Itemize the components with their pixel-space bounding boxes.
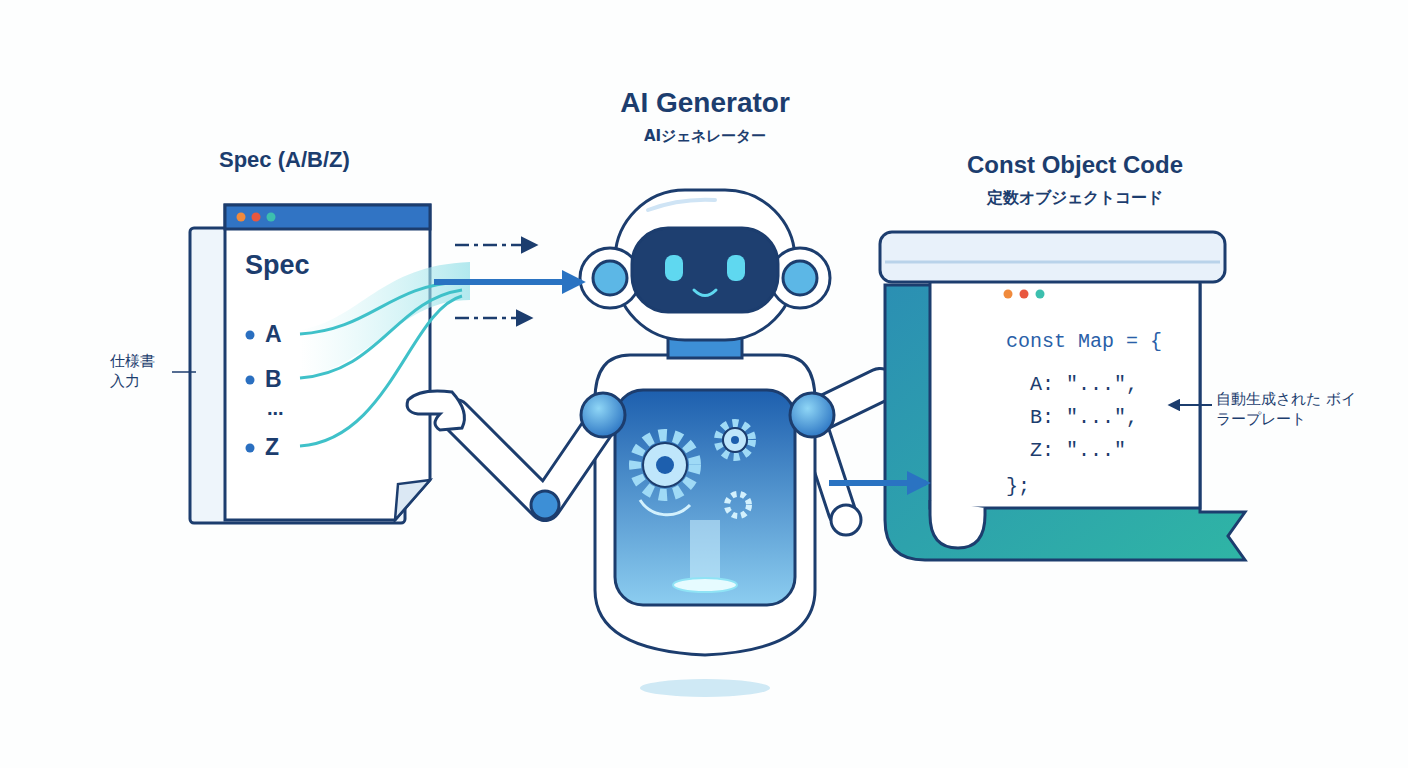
code-line: A: "...", bbox=[1030, 373, 1138, 396]
callout-note: 自動生成された ボイラープレート bbox=[1216, 390, 1356, 429]
ellipsis: ... bbox=[267, 397, 284, 420]
callout-arrow bbox=[1170, 404, 1212, 406]
leader-line bbox=[172, 371, 196, 373]
flow-arrow bbox=[829, 480, 926, 486]
code-line: const Map = { bbox=[1006, 330, 1162, 353]
list-item: B bbox=[265, 366, 282, 392]
subheading: 定数オブジェクトコード bbox=[987, 189, 1163, 207]
heading: Spec (A/B/Z) bbox=[219, 147, 350, 172]
spec-document: Spec (A/B/Z)SpecAB...Z bbox=[225, 205, 430, 520]
code-line: }; bbox=[1006, 475, 1030, 498]
doc-title: Spec bbox=[245, 250, 310, 281]
flow-arrow bbox=[434, 279, 581, 285]
ai-generator-robot: AI GeneratorAIジェネレーター bbox=[585, 180, 825, 660]
heading: AI Generator bbox=[620, 87, 790, 119]
subheading: AIジェネレーター bbox=[644, 128, 766, 145]
callout-note: 仕様書 入力 bbox=[110, 352, 168, 391]
code-scroll bbox=[880, 232, 1245, 560]
list-item: Z bbox=[265, 434, 279, 460]
code-document: Const Object Code定数オブジェクトコードconst Map = … bbox=[930, 275, 1200, 508]
code-line: B: "...", bbox=[1030, 406, 1138, 429]
flow-streaks bbox=[300, 245, 535, 446]
heading: Const Object Code bbox=[967, 151, 1183, 179]
list-item: A bbox=[265, 321, 282, 347]
robot-illustration bbox=[407, 190, 880, 697]
code-line: Z: "..." bbox=[1030, 439, 1126, 462]
